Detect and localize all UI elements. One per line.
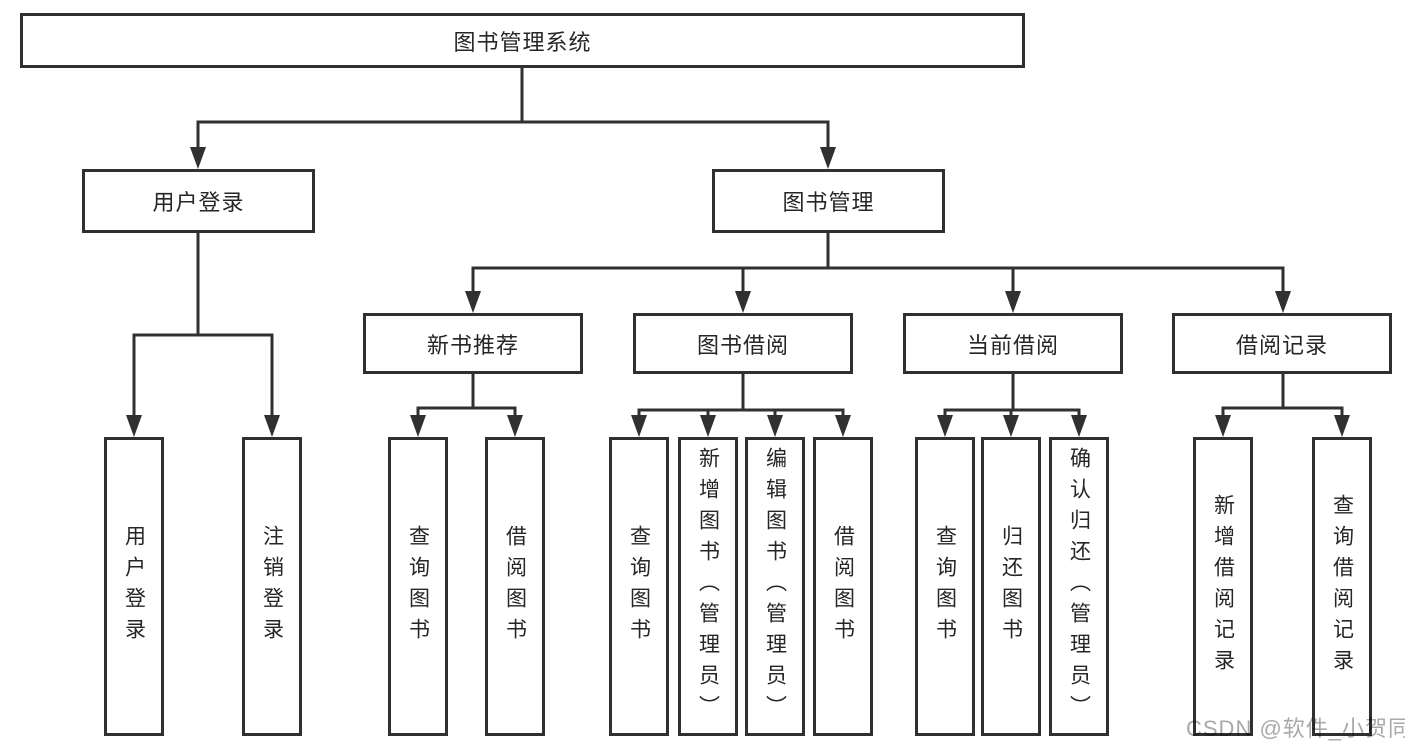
leaf-add-borrow-record: 新增借阅记录	[1193, 437, 1253, 736]
leaf-add-book-admin: 新增图书（管理员）	[678, 437, 738, 736]
node-user-login: 用户登录	[82, 169, 315, 233]
node-book-management: 图书管理	[712, 169, 945, 233]
leaf-label: 注销登录	[260, 524, 284, 649]
leaf-logout: 注销登录	[242, 437, 302, 736]
node-label: 当前借阅	[966, 332, 1059, 358]
leaf-label: 查询图书	[627, 524, 651, 649]
leaf-label: 编辑图书（管理员）	[763, 447, 787, 726]
node-label: 图书管理	[782, 190, 875, 215]
node-new-books: 新书推荐	[363, 313, 583, 374]
leaf-return-books: 归还图书	[981, 437, 1041, 736]
node-system-root: 图书管理系统	[20, 13, 1025, 68]
node-label: 图书管理系统	[453, 29, 592, 55]
leaf-label: 确认归还（管理员）	[1067, 447, 1091, 726]
leaf-confirm-return-admin: 确认归还（管理员）	[1049, 437, 1109, 736]
leaf-edit-book-admin: 编辑图书（管理员）	[745, 437, 805, 736]
node-book-borrowing: 图书借阅	[633, 313, 853, 374]
leaf-borrow-books: 借阅图书	[485, 437, 545, 736]
csdn-watermark: CSDN @软件_小贺同学	[1186, 716, 1405, 741]
node-label: 新书推荐	[426, 332, 519, 358]
connector-paths	[132, 66, 1344, 419]
node-label: 用户登录	[152, 190, 245, 215]
leaf-query-borrow-record: 查询借阅记录	[1312, 437, 1372, 736]
leaf-label: 借阅图书	[503, 524, 527, 649]
node-label: 图书借阅	[696, 332, 789, 358]
leaf-label: 借阅图书	[831, 524, 855, 649]
leaf-label: 查询图书	[406, 524, 430, 649]
leaf-label: 新增借阅记录	[1211, 493, 1235, 680]
leaf-label: 查询图书	[933, 524, 957, 649]
node-label: 借阅记录	[1235, 332, 1328, 358]
leaf-query-books: 查询图书	[609, 437, 669, 736]
leaf-query-books: 查询图书	[915, 437, 975, 736]
node-borrow-records: 借阅记录	[1172, 313, 1392, 374]
arrowhead-icons	[126, 147, 1350, 437]
leaf-label: 归还图书	[999, 524, 1023, 649]
leaf-label: 查询借阅记录	[1330, 493, 1354, 680]
leaf-borrow-books: 借阅图书	[813, 437, 873, 736]
leaf-label: 用户登录	[122, 524, 146, 649]
leaf-query-books: 查询图书	[388, 437, 448, 736]
leaf-label: 新增图书（管理员）	[696, 447, 720, 726]
leaf-user-login: 用户登录	[104, 437, 164, 736]
node-current-borrowing: 当前借阅	[903, 313, 1123, 374]
